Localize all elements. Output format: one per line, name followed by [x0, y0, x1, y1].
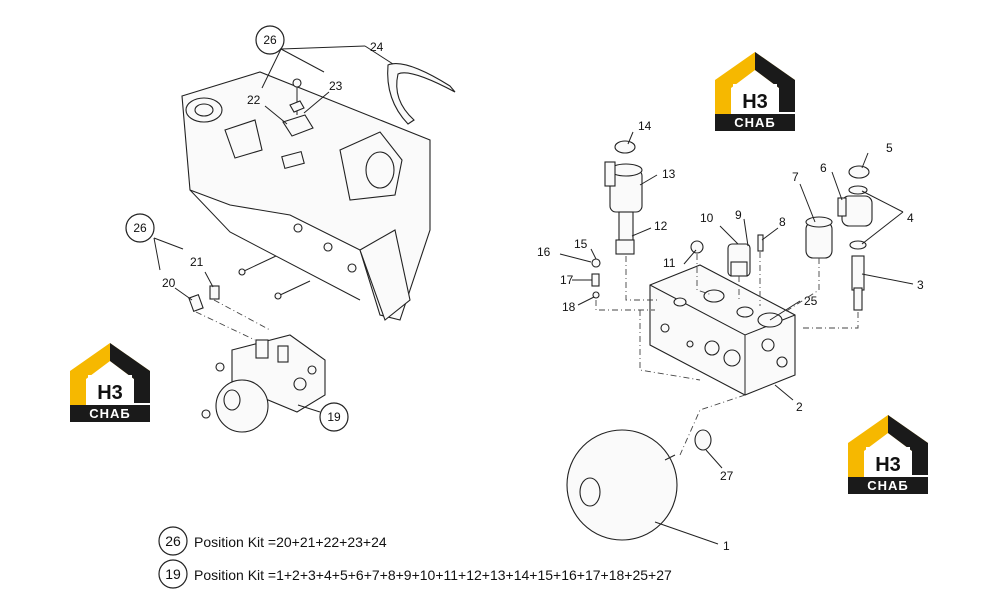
callout-23: 23: [329, 79, 343, 93]
legend-circle-19: [158, 559, 188, 589]
svg-text:H3: H3: [97, 382, 123, 404]
callout-6: 6: [820, 161, 827, 175]
bracket-part-22: [282, 78, 314, 137]
callout-14: 14: [638, 119, 652, 133]
hose-part-24: [387, 63, 456, 125]
svg-text:СНАБ: СНАБ: [734, 115, 776, 130]
legend-kit19-number: 19: [165, 566, 181, 582]
valve-block-2: [649, 264, 796, 396]
callout-19: 19: [327, 410, 341, 424]
callout-circle-26-top: [255, 25, 285, 55]
brand-logo-top-right: H3 СНАБ: [715, 52, 795, 131]
svg-text:СНАБ: СНАБ: [867, 478, 909, 493]
legend-circle-26: [158, 526, 188, 556]
svg-text:H3: H3: [742, 91, 768, 113]
callout-22: 22: [247, 93, 261, 107]
callout-7: 7: [792, 170, 799, 184]
brand-logo-left: H3 СНАБ: [70, 343, 150, 422]
solenoid-part-13: [604, 140, 643, 255]
callout-26-top: 26: [263, 33, 277, 47]
valve-block-left: [201, 334, 326, 433]
axle-housing: [181, 71, 431, 321]
leader-lines: [153, 45, 914, 545]
legend-kit26-text: Position Kit =20+21+22+23+24: [194, 534, 387, 550]
svg-text:СНАБ: СНАБ: [89, 406, 131, 421]
callout-11: 11: [663, 256, 676, 270]
callout-17: 17: [560, 273, 574, 287]
callout-26-left: 26: [133, 221, 147, 235]
callout-2: 2: [796, 400, 803, 414]
svg-text:H3: H3: [875, 454, 901, 476]
callout-24: 24: [370, 40, 384, 54]
callout-15: 15: [574, 237, 588, 251]
parts-3-to-6: [800, 165, 873, 329]
callout-21: 21: [190, 255, 204, 269]
callout-25: 25: [804, 294, 818, 308]
callout-8: 8: [779, 215, 786, 229]
callout-27: 27: [720, 469, 734, 483]
callout-12: 12: [654, 219, 668, 233]
callout-circle-26-left: [125, 213, 155, 243]
callout-10: 10: [700, 211, 714, 225]
legend-kit19-text: Position Kit =1+2+3+4+5+6+7+8+9+10+11+12…: [194, 567, 672, 583]
callout-4: 4: [907, 211, 914, 225]
small-parts-15-18: [591, 256, 660, 311]
callout-3: 3: [917, 278, 924, 292]
callout-circle-19: [319, 402, 349, 432]
callout-13: 13: [662, 167, 676, 181]
brand-logo-bottom-right: H3 СНАБ: [848, 415, 928, 494]
fittings-20-21: [188, 285, 271, 341]
kit-legend: 26 Position Kit =20+21+22+23+24 19 Posit…: [158, 526, 672, 589]
callout-18: 18: [562, 300, 576, 314]
callout-labels: 26 24 23 22 26 21 20 19 14 13 12 10 9 8 …: [125, 25, 924, 553]
callout-20: 20: [162, 276, 176, 290]
callout-9: 9: [735, 208, 742, 222]
accumulator-part-1: [566, 310, 746, 541]
parts-7-to-11: [690, 216, 833, 313]
callout-5: 5: [886, 141, 893, 155]
studs: [238, 255, 311, 300]
callout-16: 16: [537, 245, 551, 259]
callout-1: 1: [723, 539, 730, 553]
legend-kit26-number: 26: [165, 533, 181, 549]
